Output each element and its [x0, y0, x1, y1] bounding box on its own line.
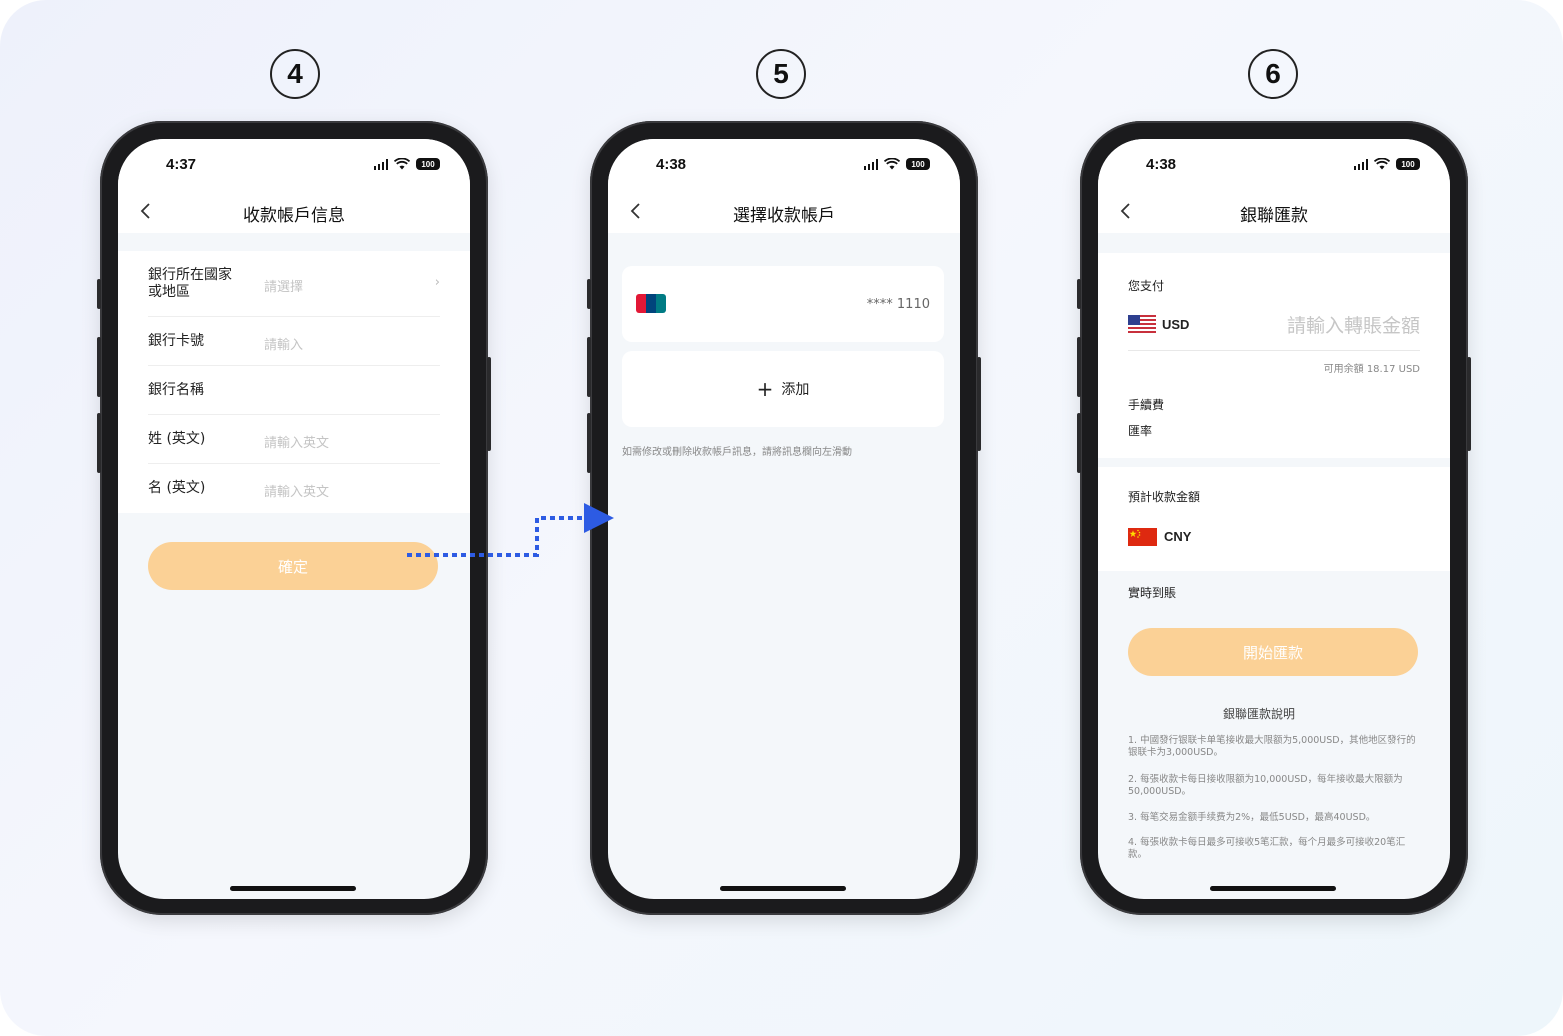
phone-mockup-account-info: 4:37 100 收款帳戶信息 銀行所在國家或地區 請選擇 › 銀行卡號 [97, 121, 491, 915]
amount-input[interactable]: 請輸入轉賬金額 [1286, 315, 1420, 337]
arrival-time-label: 實時到賬 [1128, 586, 1177, 600]
status-time: 4:37 [166, 156, 197, 173]
page-title: 銀聯匯款 [1240, 206, 1308, 226]
account-form: 銀行所在國家或地區 請選擇 › 銀行卡號 請輸入 銀行名稱 姓 (英文) 請輸入… [118, 251, 470, 513]
pay-section: 您支付 USD 請輸入轉賬金額 可用余額 18.17 USD 手續費 匯率 [1098, 253, 1450, 458]
status-bar: 4:38 100 [1098, 139, 1450, 189]
status-bar: 4:37 100 [118, 139, 470, 189]
home-indicator [1210, 886, 1336, 891]
signal-icon [373, 158, 388, 170]
phone-screen: 4:37 100 收款帳戶信息 銀行所在國家或地區 請選擇 › 銀行卡號 [118, 139, 470, 899]
country-select[interactable]: 請選擇 [264, 280, 304, 295]
given-name-row: 名 (英文) 請輸入英文 [148, 464, 440, 513]
wifi-icon [394, 158, 410, 170]
phone-screen: 4:38 100 銀聯匯款 您支付 [1098, 139, 1450, 899]
notes-title: 銀聯匯款說明 [1222, 707, 1295, 721]
bank-card-item[interactable]: **** 1110 [622, 266, 944, 342]
back-arrow-icon[interactable] [1116, 201, 1136, 221]
back-arrow-icon[interactable] [626, 201, 646, 221]
surname-input[interactable]: 請輸入英文 [264, 436, 330, 451]
nav-bar: 選擇收款帳戶 [608, 189, 960, 233]
unionpay-logo-icon [636, 294, 666, 313]
status-time: 4:38 [1146, 156, 1177, 173]
back-arrow-icon[interactable] [136, 201, 156, 221]
step-number-6: 6 [1248, 49, 1298, 99]
plus-icon: + [756, 377, 774, 401]
phone-mockup-unionpay-remit: 4:38 100 銀聯匯款 您支付 [1077, 121, 1471, 915]
confirm-button[interactable]: 確定 [148, 542, 438, 590]
phone-mockup-select-account: 4:38 100 選擇收款帳戶 **** 1110 +添加 如需修 [587, 121, 981, 915]
home-indicator [230, 886, 356, 891]
add-account-button[interactable]: + 添加 [622, 351, 944, 427]
page-title: 收款帳戶信息 [243, 206, 345, 226]
signal-icon [1353, 158, 1368, 170]
rate-label: 匯率 [1128, 424, 1153, 438]
swipe-hint-text: 如需修改或刪除收款帳戶訊息，請將訊息欄向左滑動 [622, 447, 852, 458]
available-balance: 可用余額 18.17 USD [1323, 364, 1420, 375]
step-number-4: 4 [270, 49, 320, 99]
field-label-country: 銀行所在國家或地區 [148, 267, 232, 300]
note-item-1: 1. 中國發行银联卡单笔接收最大限额为5,000USD，其他地区發行的银联卡为3… [1128, 735, 1416, 758]
battery-icon: 100 [906, 158, 930, 170]
receive-currency: CNY [1164, 529, 1192, 544]
given-name-input[interactable]: 請輸入英文 [264, 485, 330, 500]
field-label-bank-name: 銀行名稱 [148, 382, 204, 398]
nav-bar: 收款帳戶信息 [118, 189, 470, 233]
note-item-3: 3. 每笔交易金额手续费为2%，最低5USD，最高40USD。 [1128, 812, 1376, 823]
chevron-right-icon: › [434, 275, 440, 290]
nav-bar: 銀聯匯款 [1098, 189, 1450, 233]
signal-icon [863, 158, 878, 170]
us-flag-icon [1128, 315, 1156, 333]
receive-section: 預計收款金額 CNY [1098, 467, 1450, 571]
receive-amount-label: 預計收款金額 [1128, 490, 1201, 504]
you-pay-label: 您支付 [1128, 279, 1165, 293]
wifi-icon [1374, 158, 1390, 170]
phone-screen: 4:38 100 選擇收款帳戶 **** 1110 +添加 如需修 [608, 139, 960, 899]
battery-icon: 100 [1396, 158, 1420, 170]
status-time: 4:38 [656, 156, 687, 173]
field-label-card-number: 銀行卡號 [148, 333, 204, 349]
note-item-2: 2. 每張收款卡每日接收限额为10,000USD，每年接收最大限额为50,000… [1128, 774, 1403, 797]
pay-currency[interactable]: USD [1162, 317, 1190, 332]
card-number-masked: **** 1110 [866, 297, 930, 312]
surname-row: 姓 (英文) 請輸入英文 [148, 415, 440, 464]
field-label-surname: 姓 (英文) [148, 431, 206, 447]
wifi-icon [884, 158, 900, 170]
card-number-input[interactable]: 請輸入 [264, 338, 304, 353]
note-item-4: 4. 每張收款卡每日最多可接收5笔汇款，每个月最多可接收20笔汇款。 [1128, 837, 1406, 860]
battery-icon: 100 [416, 158, 440, 170]
card-number-row: 銀行卡號 請輸入 [148, 317, 440, 366]
divider [1128, 350, 1420, 351]
country-region-row[interactable]: 銀行所在國家或地區 請選擇 › [148, 251, 440, 317]
fee-label: 手續費 [1128, 398, 1165, 412]
step-number-5: 5 [756, 49, 806, 99]
status-bar: 4:38 100 [608, 139, 960, 189]
start-remittance-button[interactable]: 開始匯款 [1128, 628, 1418, 676]
home-indicator [720, 886, 846, 891]
bank-name-row: 銀行名稱 [148, 366, 440, 415]
field-label-given-name: 名 (英文) [148, 480, 206, 496]
add-label: 添加 [781, 382, 810, 398]
page-title: 選擇收款帳戶 [733, 206, 835, 226]
china-flag-icon [1128, 528, 1157, 546]
